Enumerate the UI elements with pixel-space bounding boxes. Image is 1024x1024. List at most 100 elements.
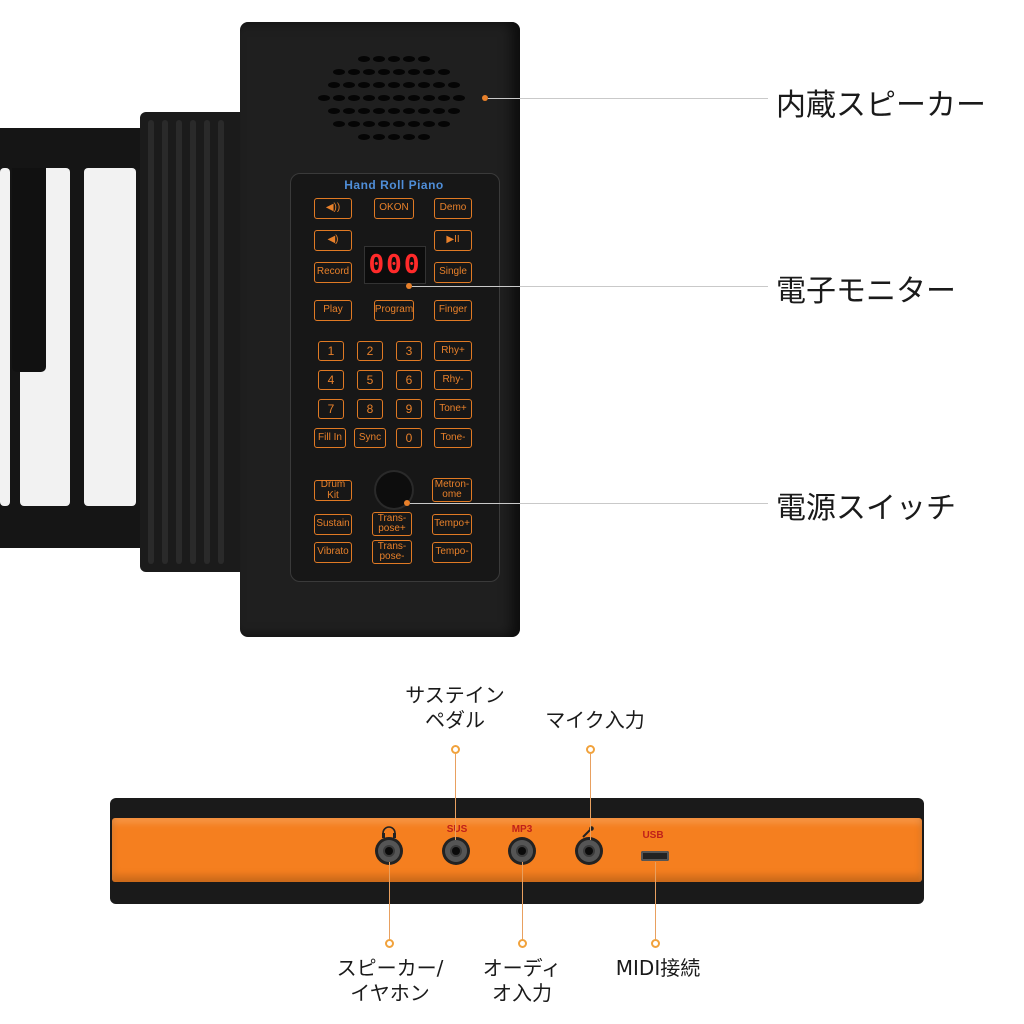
sustain-jack[interactable] — [445, 840, 467, 862]
monitor-callout-dot — [406, 283, 412, 289]
speaker-hole — [437, 69, 450, 75]
midi-callout-line — [655, 862, 656, 940]
volume-down-button[interactable]: ◀) — [314, 230, 352, 251]
transpose-minus-button[interactable]: Trans- pose- — [372, 540, 412, 564]
mp3-port-label: MP3 — [511, 824, 533, 835]
speaker-hole — [433, 108, 445, 114]
speaker-hole — [448, 82, 460, 88]
headphone-jack[interactable] — [378, 840, 400, 862]
speaker-hole — [418, 82, 430, 88]
speaker-hole — [452, 95, 465, 101]
sustain-callout-dot — [451, 745, 460, 754]
number-3-button[interactable]: 3 — [396, 341, 422, 361]
speaker-hole — [403, 108, 415, 114]
speaker-hole — [377, 69, 390, 75]
metronome-button[interactable]: Metron- ome — [432, 478, 472, 502]
brand-label: Hand Roll Piano — [344, 178, 444, 192]
speaker-hole — [388, 56, 400, 62]
microphone-jack[interactable] — [578, 840, 600, 862]
demo-button[interactable]: Demo — [434, 198, 472, 219]
speaker-hole — [332, 95, 345, 101]
speaker-hole — [377, 121, 390, 127]
speaker-hole — [418, 108, 430, 114]
number-2-button[interactable]: 2 — [357, 341, 383, 361]
speaker-hole — [373, 108, 385, 114]
speaker-hole — [343, 108, 355, 114]
number-5-button[interactable]: 5 — [357, 370, 383, 390]
usb-port-label: USB — [642, 830, 664, 841]
sustain-pedal-label-line2: ペダル — [425, 708, 485, 732]
speaker-hole — [377, 95, 390, 101]
speaker-hole — [403, 134, 415, 140]
audio-in-callout-dot — [518, 939, 527, 948]
speaker-earphone-callout-dot — [385, 939, 394, 948]
midi-callout-dot — [651, 939, 660, 948]
speaker-hole — [437, 95, 450, 101]
vibrato-button[interactable]: Vibrato — [314, 542, 352, 563]
finger-button[interactable]: Finger — [434, 300, 472, 321]
rhy-minus-button[interactable]: Rhy- — [434, 370, 472, 390]
tempo-plus-button[interactable]: Tempo+ — [432, 514, 472, 535]
speaker-hole — [437, 121, 450, 127]
speaker-earphone-callout-line — [389, 862, 390, 940]
speaker-hole — [403, 82, 415, 88]
number-6-button[interactable]: 6 — [396, 370, 422, 390]
record-button[interactable]: Record — [314, 262, 352, 283]
audio-in-callout-line — [522, 862, 523, 940]
speaker-hole — [347, 121, 360, 127]
transpose-plus-button[interactable]: Trans- pose+ — [372, 512, 412, 536]
speaker-hole — [332, 121, 345, 127]
led-display: 000 — [364, 246, 426, 284]
speaker-hole — [422, 95, 435, 101]
mic-input-label: マイク入力 — [545, 708, 645, 732]
okon-button[interactable]: OKON — [374, 198, 414, 219]
speaker-hole — [392, 121, 405, 127]
number-0-button[interactable]: 0 — [396, 428, 422, 448]
speaker-hole — [317, 95, 330, 101]
volume-up-button[interactable]: ◀)) — [314, 198, 352, 219]
number-1-button[interactable]: 1 — [318, 341, 344, 361]
speaker-callout-label: 内蔵スピーカー — [776, 88, 986, 123]
sus-port-label: SUS — [446, 824, 468, 835]
sustain-button[interactable]: Sustain — [314, 514, 352, 535]
number-4-button[interactable]: 4 — [318, 370, 344, 390]
tone-plus-button[interactable]: Tone+ — [434, 399, 472, 419]
speaker-hole — [347, 95, 360, 101]
program-button[interactable]: Program — [374, 300, 414, 321]
speaker-hole — [373, 56, 385, 62]
speaker-hole — [403, 56, 415, 62]
fill-in-button[interactable]: Fill In — [314, 428, 346, 448]
speaker-hole — [422, 121, 435, 127]
speaker-hole — [448, 108, 460, 114]
drum-kit-button[interactable]: Drum Kit — [314, 479, 352, 501]
tone-minus-button[interactable]: Tone- — [434, 428, 472, 448]
speaker-hole — [392, 95, 405, 101]
number-7-button[interactable]: 7 — [318, 399, 344, 419]
number-8-button[interactable]: 8 — [357, 399, 383, 419]
speaker-hole — [362, 95, 375, 101]
play-pause-button[interactable]: ▶II — [434, 230, 472, 251]
usb-port[interactable] — [641, 851, 669, 861]
number-9-button[interactable]: 9 — [396, 399, 422, 419]
single-button[interactable]: Single — [434, 262, 472, 283]
sustain-pedal-label: サステイン ペダル — [390, 683, 520, 733]
speaker-callout-dot — [482, 95, 488, 101]
play-button[interactable]: Play — [314, 300, 352, 321]
speaker-hole — [347, 69, 360, 75]
audio-in-label: オーディ オ入力 — [462, 956, 582, 1006]
mic-callout-line — [590, 754, 591, 840]
speaker-hole — [388, 134, 400, 140]
speaker-hole — [332, 69, 345, 75]
rhy-plus-button[interactable]: Rhy+ — [434, 341, 472, 361]
sync-button[interactable]: Sync — [354, 428, 386, 448]
speaker-hole — [373, 134, 385, 140]
speaker-hole — [358, 82, 370, 88]
tempo-minus-button[interactable]: Tempo- — [432, 542, 472, 563]
mp3-jack[interactable] — [511, 840, 533, 862]
speaker-hole — [418, 56, 430, 62]
speaker-callout-line — [488, 98, 768, 99]
monitor-callout-label: 電子モニター — [776, 274, 956, 309]
power-callout-dot — [404, 500, 410, 506]
control-panel — [290, 173, 500, 582]
speaker-grille — [315, 50, 470, 150]
